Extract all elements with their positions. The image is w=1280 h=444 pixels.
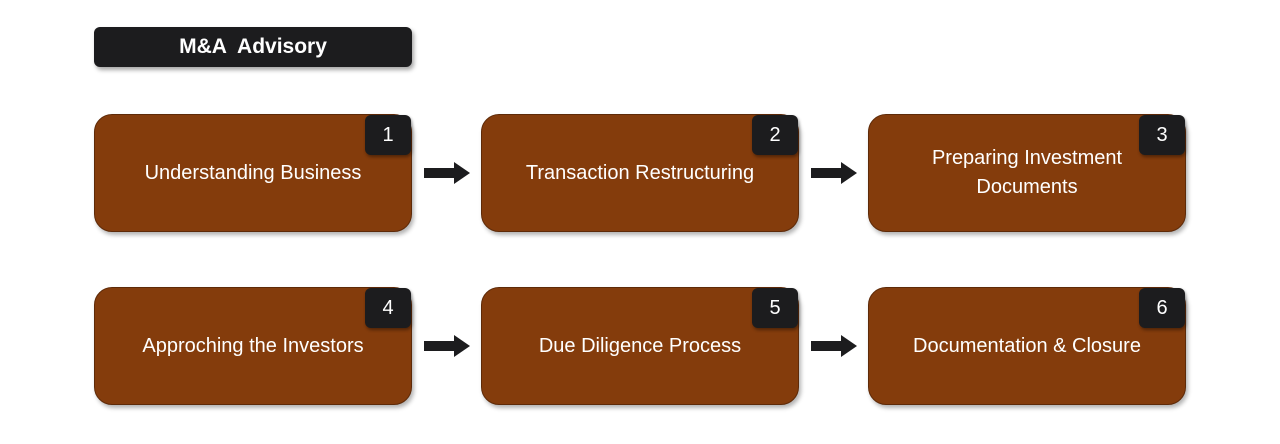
step-number-badge-4: 4 [365,288,411,328]
step-label-3: Preparing Investment Documents [931,147,1123,198]
step-box-6: Documentation & Closure 6 [868,287,1186,405]
step-box-2: Transaction Restructuring 2 [481,114,799,232]
step-label-4: Approching the Investors [142,334,364,357]
step-box-1: Understanding Business 1 [94,114,412,232]
step-label-6: Documentation & Closure [913,334,1141,357]
step-box-4: Approching the Investors 4 [94,287,412,405]
step-label-1: Understanding Business [144,161,362,184]
arrow-right-icon [424,162,470,184]
step-number-badge-2: 2 [752,115,798,155]
step-box-3: Preparing Investment Documents 3 [868,114,1186,232]
step-number-badge-1: 1 [365,115,411,155]
step-number-badge-5: 5 [752,288,798,328]
step-number-badge-3: 3 [1139,115,1185,155]
arrow-right-icon [424,335,470,357]
arrow-right-icon [811,162,857,184]
step-box-5: Due Diligence Process 5 [481,287,799,405]
step-label-5: Due Diligence Process [538,334,742,357]
step-number-badge-6: 6 [1139,288,1185,328]
diagram-title: M&A Advisory [94,27,412,67]
step-label-2: Transaction Restructuring [525,161,755,184]
arrow-right-icon [811,335,857,357]
